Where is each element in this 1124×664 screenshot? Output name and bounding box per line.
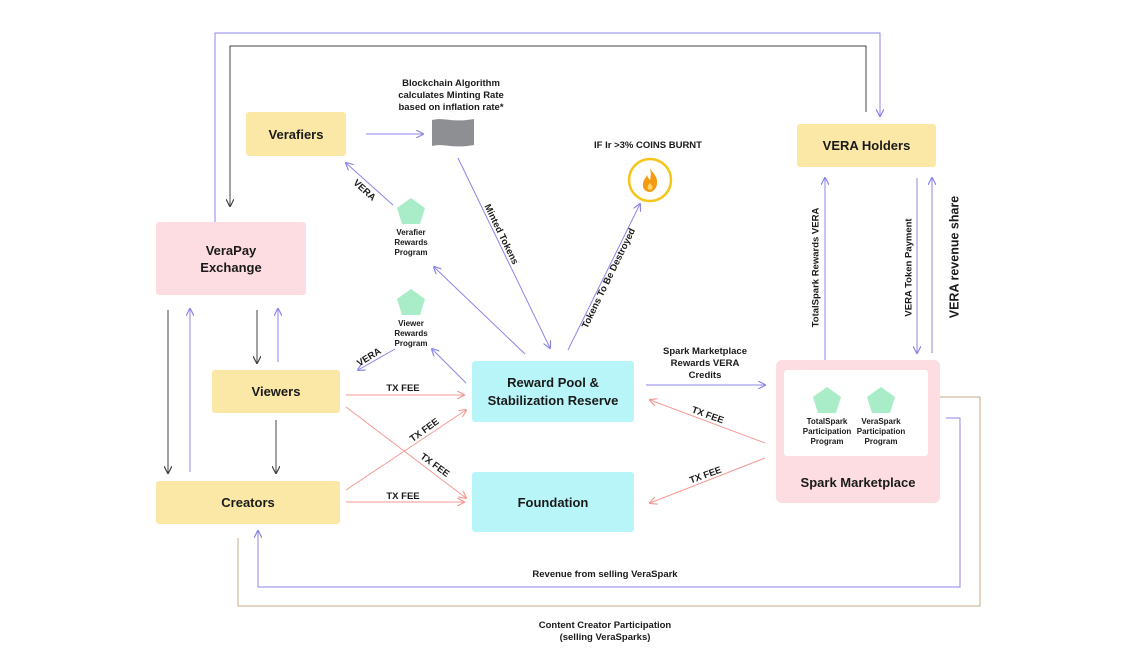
pentagon-icon: [397, 289, 425, 315]
pool-to-viewer-rewards: [432, 349, 467, 384]
verafier-rewards-to-verafiers: [346, 163, 394, 206]
foundation-node: Foundation: [472, 472, 634, 532]
loop-holders-to-exchange: [230, 45, 867, 206]
verafiers-node: Verafiers: [246, 112, 346, 156]
verapay-exchange-node: VeraPay Exchange: [156, 222, 306, 295]
pool-to-verafier-rewards: [434, 267, 526, 355]
loop-exchange-to-holders: [214, 32, 880, 222]
veraspark-program-label: VeraSpark Participation Program: [856, 417, 906, 446]
viewer-rewards-to-viewers: [358, 348, 396, 370]
coins-burnt-label: IF Ir >3% COINS BURNT: [594, 140, 702, 151]
minted-tokens-arrow: [457, 157, 550, 348]
vera-token-payment-label: VERA Token Payment: [903, 218, 915, 317]
vera-holders-node: VERA Holders: [797, 124, 936, 167]
creators-node: Creators: [156, 481, 340, 524]
tokens-destroyed-arrow: [567, 204, 640, 351]
viewers-node: Viewers: [212, 370, 340, 413]
vera-revenue-share-label: VERA revenue share: [947, 195, 962, 319]
veraspark-program: VeraSpark Participation Program: [854, 386, 908, 447]
totalspark-program-label: TotalSpark Participation Program: [802, 417, 852, 446]
spark-programs-panel: [784, 370, 928, 456]
totalspark-rewards-label: TotalSpark Rewards VERA: [810, 207, 822, 328]
viewers-txfee-foundation: [345, 406, 466, 498]
content-creator-participation-label: Content Creator Participation (selling V…: [538, 620, 672, 643]
revenue-veraspark-loop: [258, 417, 961, 588]
blockchain-algorithm-label: Blockchain Algorithm calculates Minting …: [398, 78, 504, 113]
spark-txfee-foundation: [650, 457, 766, 503]
creator-participation-loop: [237, 397, 981, 607]
spark-marketplace-node: TotalSpark Participation Program VeraSpa…: [776, 360, 940, 503]
pentagon-icon: [867, 387, 895, 413]
verafier-rewards-program: Verafier Rewards Program: [383, 197, 439, 258]
spark-rewards-credits-label: Spark Marketplace Rewards VERA Credits: [663, 346, 747, 381]
revenue-veraspark-label: Revenue from selling VeraSpark: [532, 569, 678, 580]
spark-marketplace-label: Spark Marketplace: [800, 475, 916, 490]
flag-icon: [432, 119, 474, 147]
fire-coin-icon: [627, 157, 673, 203]
verafier-rewards-label: Verafier Rewards Program: [394, 228, 428, 257]
totalspark-program: TotalSpark Participation Program: [800, 386, 854, 447]
tx-fee-viewers-label: TX FEE: [386, 383, 420, 394]
pentagon-icon: [397, 198, 425, 224]
viewer-rewards-program: Viewer Rewards Program: [383, 288, 439, 349]
spark-txfee-pool: [650, 400, 766, 444]
viewer-rewards-label: Viewer Rewards Program: [394, 319, 428, 348]
creators-txfee-pool: [345, 410, 466, 491]
pentagon-icon: [813, 387, 841, 413]
tx-fee-creators-label: TX FEE: [386, 491, 420, 502]
reward-pool-node: Reward Pool & Stabilization Reserve: [472, 361, 634, 422]
